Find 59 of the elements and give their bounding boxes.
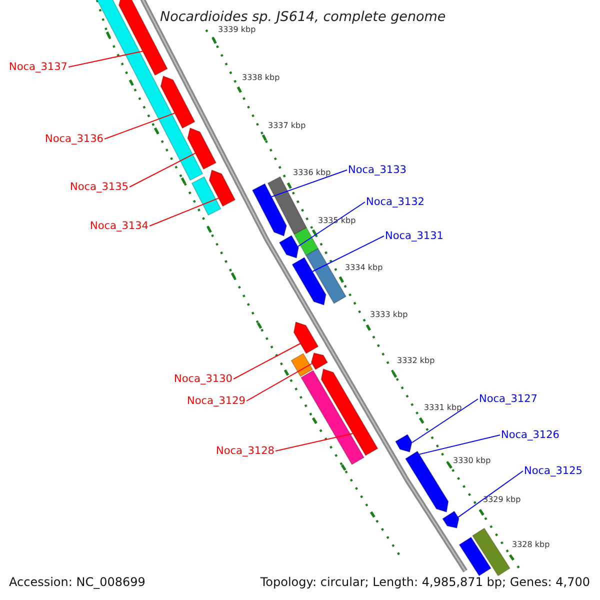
gene-label: Noca_3134 bbox=[90, 220, 148, 232]
leader-line bbox=[104, 112, 176, 140]
scale-label: 3335 kbp bbox=[318, 216, 356, 226]
leader-line bbox=[275, 433, 354, 452]
gene-label: Noca_3131 bbox=[385, 230, 444, 242]
pointed-gene-block bbox=[160, 75, 196, 129]
gene-bar bbox=[305, 248, 347, 304]
leader-line bbox=[246, 363, 312, 402]
gene-label: Noca_3126 bbox=[501, 429, 560, 441]
gene-label: Noca_3132 bbox=[366, 196, 424, 208]
scale-label: 3336 kbp bbox=[293, 168, 331, 178]
leader-line bbox=[458, 470, 524, 518]
scale-label: 3332 kbp bbox=[397, 356, 435, 366]
scale-label: 3329 kbp bbox=[483, 495, 521, 505]
leader-line bbox=[149, 198, 219, 226]
pointed-gene-block bbox=[208, 169, 236, 207]
leader-line bbox=[68, 50, 144, 68]
leader-line bbox=[312, 236, 384, 272]
gene-bar bbox=[300, 370, 365, 466]
gene-label: Noca_3137 bbox=[9, 61, 68, 73]
gene-bar bbox=[191, 176, 222, 216]
pointed-gene-block bbox=[394, 434, 412, 452]
gene-bar bbox=[267, 176, 308, 235]
scale-label: 3337 kbp bbox=[268, 121, 306, 131]
scale-label: 3334 kbp bbox=[345, 263, 383, 273]
leader-line bbox=[271, 170, 348, 198]
pointed-gene-block bbox=[320, 368, 378, 456]
gene-bar bbox=[472, 528, 510, 576]
pointed-gene-block bbox=[278, 234, 299, 259]
leader-line bbox=[297, 202, 366, 247]
scale-label: 3328 kbp bbox=[512, 540, 550, 550]
gene-label: Noca_3128 bbox=[216, 445, 274, 457]
gene-bar bbox=[294, 227, 319, 256]
scale-label: 3333 kbp bbox=[370, 310, 408, 320]
gene-label: Noca_3127 bbox=[479, 393, 538, 405]
leader-line bbox=[129, 152, 196, 188]
gene-label: Noca_3130 bbox=[174, 373, 232, 385]
gene-label: Noca_3129 bbox=[187, 395, 246, 407]
gene-bar bbox=[290, 352, 314, 378]
gene-bar bbox=[458, 536, 492, 576]
gene-label: Noca_3133 bbox=[348, 164, 406, 176]
pointed-gene-block bbox=[404, 450, 449, 513]
genome-stats-text: Topology: circular; Length: 4,985,871 bp; Genes: 4,700 bbox=[260, 575, 590, 589]
diagram-title: Nocardioides sp. JS614, complete genome bbox=[160, 9, 446, 25]
leader-line bbox=[233, 343, 301, 380]
leader-line bbox=[418, 434, 500, 455]
gene-label: Noca_3135 bbox=[70, 181, 128, 193]
pointed-gene-block bbox=[293, 321, 319, 354]
pointed-gene-block bbox=[442, 510, 460, 528]
scale-label: 3338 kbp bbox=[242, 73, 280, 83]
scale-label: 3331 kbp bbox=[424, 403, 462, 413]
scale-label: 3339 kbp bbox=[218, 25, 256, 35]
leader-line bbox=[412, 398, 478, 443]
pointed-gene-block bbox=[292, 256, 326, 306]
pointed-gene-block bbox=[252, 183, 287, 237]
pointed-gene-block bbox=[187, 127, 217, 170]
accession-text: Accession: NC_008699 bbox=[9, 575, 146, 589]
gene-label: Noca_3136 bbox=[45, 133, 104, 145]
gene-label: Noca_3125 bbox=[524, 465, 582, 477]
